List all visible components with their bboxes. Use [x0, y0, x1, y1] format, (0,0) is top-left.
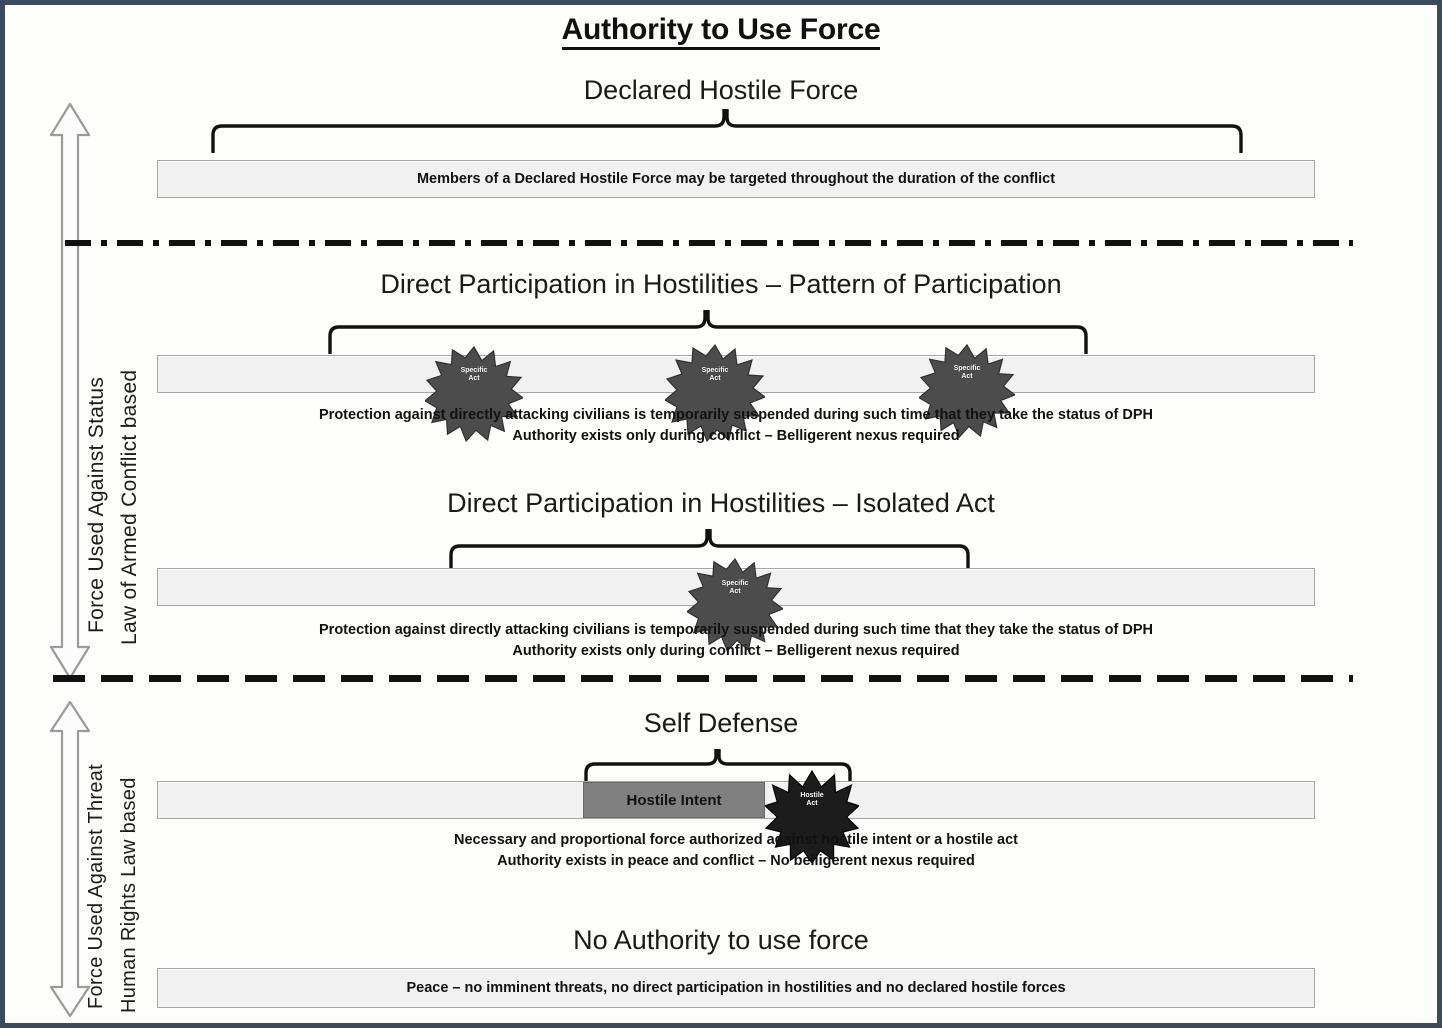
dph-pattern-caption-line2: Authority exists only during conflict – … — [512, 428, 960, 444]
hostile-act-burst: Hostile Act — [765, 770, 859, 864]
specific-act-burst: Specific Act — [425, 345, 523, 443]
hostile-intent-label: Hostile Intent — [626, 791, 722, 809]
dph-isolated-brace — [449, 529, 970, 573]
burst-line-1: Specific — [701, 367, 729, 374]
specific-act-burst-text: Specific Act — [461, 367, 488, 385]
no-authority-bar-label: Peace – no imminent threats, no direct p… — [406, 980, 1066, 996]
burst-line-2: Act — [468, 375, 480, 382]
dph-isolated-heading: Direct Participation in Hostilities – Is… — [447, 488, 995, 518]
specific-act-burst: Specific Act — [665, 343, 765, 443]
dph-pattern-caption: Protection against directly attacking ci… — [157, 405, 1315, 447]
no-authority-heading: No Authority to use force — [573, 925, 869, 955]
declared-hostile-force-brace — [211, 109, 1243, 153]
no-authority-bar: Peace – no imminent threats, no direct p… — [157, 968, 1315, 1008]
dph-isolated-caption: Protection against directly attacking ci… — [157, 620, 1315, 662]
burst-line-2: Act — [961, 373, 973, 380]
burst-line-2: Act — [729, 588, 741, 595]
dph-pattern-caption-line1: Protection against directly attacking ci… — [319, 407, 1153, 423]
self-defense-caption-line2: Authority exists in peace and conflict –… — [497, 853, 975, 869]
human-rights-law-label: Human Rights Law based — [118, 777, 140, 1013]
dph-isolated-caption-line1: Protection against directly attacking ci… — [319, 622, 1153, 638]
specific-act-burst: Specific Act — [687, 557, 783, 653]
burst-line-1: Hostile — [800, 792, 824, 799]
burst-line-1: Specific — [721, 580, 749, 587]
hostile-act-burst-text: Hostile Act — [800, 792, 823, 810]
self-defense-caption-line1: Necessary and proportional force authori… — [453, 832, 1018, 848]
force-against-threat-arrow — [49, 700, 91, 1018]
page-title-text: Authority to Use Force — [561, 13, 881, 50]
self-defense-heading: Self Defense — [643, 708, 799, 738]
divider-loac-top — [65, 240, 1353, 246]
diagram-canvas: Authority to Use Force Force Used Agains… — [5, 5, 1437, 1023]
specific-act-burst-text: Specific Act — [702, 367, 729, 385]
burst-line-1: Specific — [953, 365, 981, 372]
hostile-intent-block: Hostile Intent — [583, 782, 765, 818]
divider-hrl-top — [53, 675, 1353, 682]
specific-act-burst-text: Specific Act — [954, 365, 981, 383]
declared-hostile-force-bar-label: Members of a Declared Hostile Force may … — [416, 171, 1056, 187]
self-defense-caption: Necessary and proportional force authori… — [157, 830, 1315, 872]
self-defense-brace — [584, 749, 852, 791]
dph-isolated-caption-line2: Authority exists only during conflict – … — [512, 643, 960, 659]
burst-line-2: Act — [806, 800, 818, 807]
dph-pattern-brace — [328, 310, 1088, 354]
specific-act-burst: Specific Act — [919, 343, 1015, 439]
burst-line-1: Specific — [460, 367, 488, 374]
burst-line-2: Act — [709, 375, 721, 382]
declared-hostile-force-bar: Members of a Declared Hostile Force may … — [157, 160, 1315, 198]
specific-act-burst-text: Specific Act — [722, 580, 749, 598]
dph-pattern-heading: Direct Participation in Hostilities – Pa… — [380, 269, 1062, 299]
declared-hostile-force-heading: Declared Hostile Force — [583, 75, 859, 105]
force-against-threat-label: Force Used Against Threat — [85, 763, 107, 1009]
page-title: Authority to Use Force — [5, 13, 1437, 50]
